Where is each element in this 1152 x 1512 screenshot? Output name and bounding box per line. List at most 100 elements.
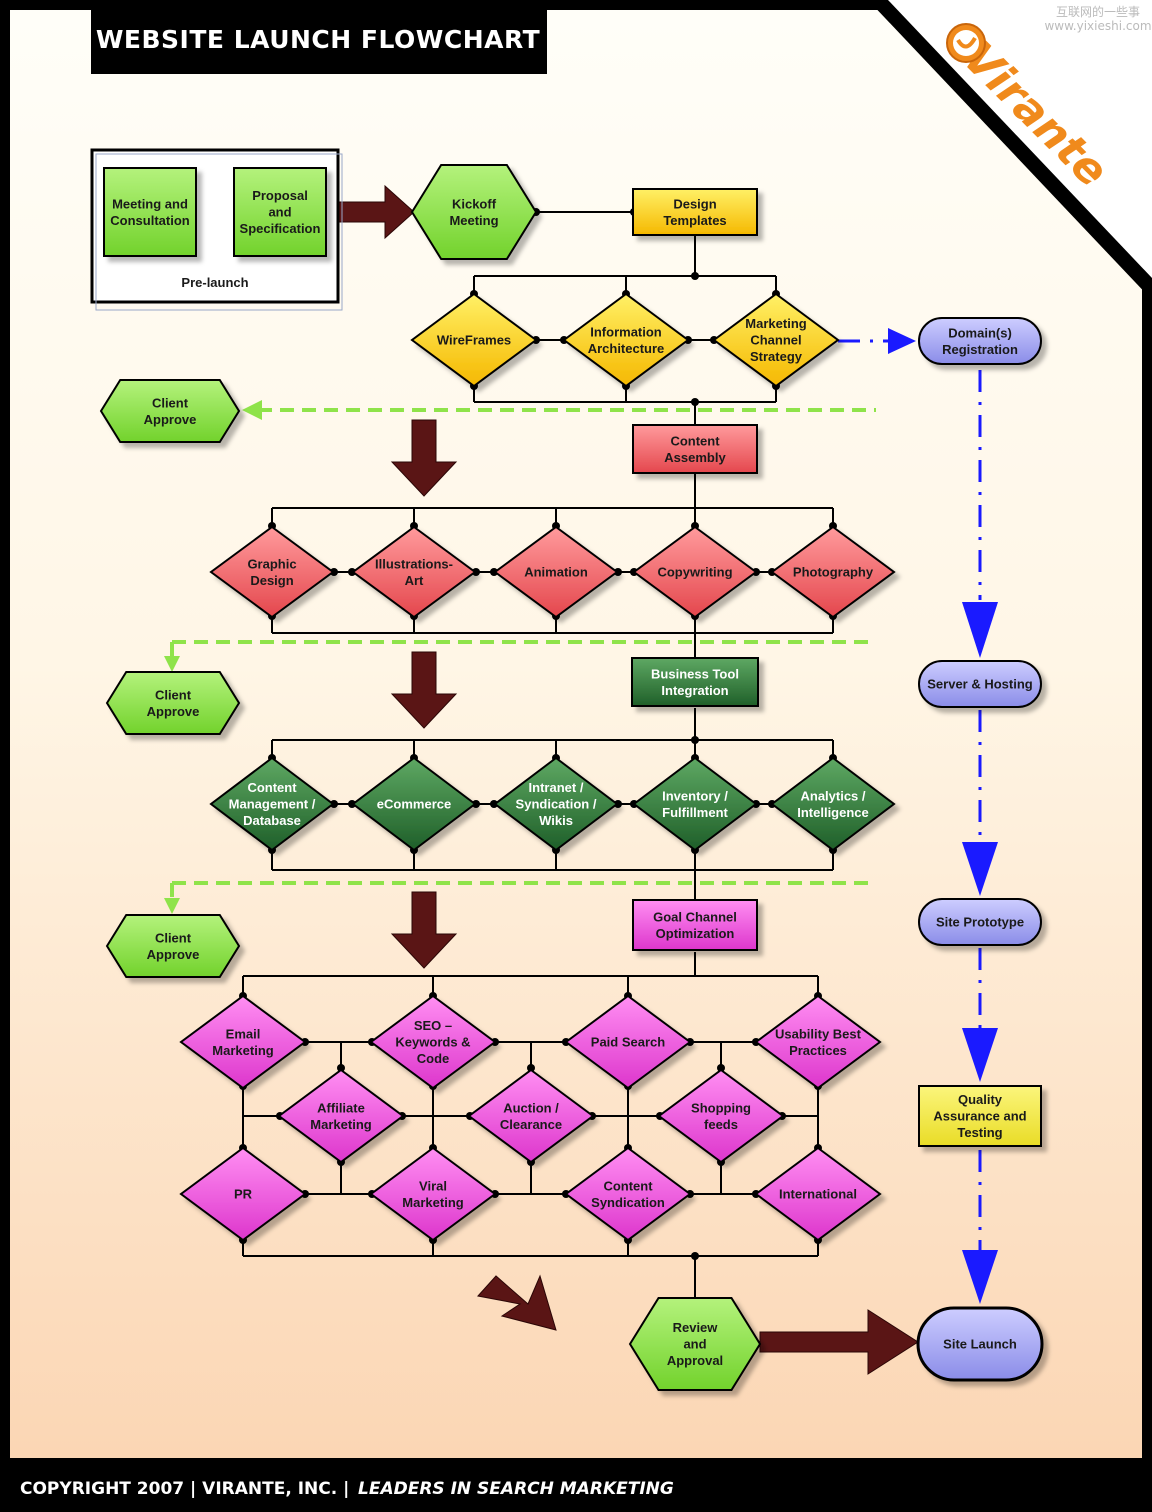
node-label-line: Testing: [957, 1125, 1002, 1140]
diamond-seo-keywords-code-shape: [369, 994, 497, 1090]
node-label-line: Registration: [942, 342, 1018, 357]
review-approval-hex-shape: [628, 1297, 762, 1391]
arrow-down-1: [390, 419, 458, 497]
virante-logo-icon: [946, 23, 986, 63]
blue-arrowhead-prototype: [962, 842, 998, 896]
node-label-line: Illustrations-: [375, 556, 453, 571]
node-label-line: Analytics /: [800, 788, 865, 803]
domain-registration-pill: Domain(s) Registration: [918, 317, 1042, 365]
diamond-analytics-intelligence: Analytics / Intelligence: [770, 756, 896, 852]
node-label-line: Templates: [663, 213, 726, 228]
node-label-line: and: [268, 205, 291, 220]
diamond-copywriting: Copywriting: [632, 525, 758, 619]
node-label-line: Assembly: [664, 450, 726, 465]
diamond-photography: Photography: [770, 525, 896, 619]
site-launch-pill-shape: [916, 1306, 1044, 1382]
node-label-line: Syndication /: [516, 797, 597, 812]
node-label-line: PR: [234, 1187, 253, 1202]
node-label-line: Clearance: [500, 1117, 562, 1132]
diamond-intranet-syndication-wikis-shape: [493, 756, 619, 852]
node-label-line: Consultation: [110, 213, 189, 228]
node-label-line: Kickoff: [452, 196, 497, 211]
node-label-line: Assurance and: [933, 1109, 1026, 1124]
junction-dot: [717, 1064, 725, 1072]
content-assembly-box-shape: [632, 424, 758, 474]
design-templates-box-shape: [632, 188, 758, 236]
node-label-line: Animation: [524, 565, 588, 580]
diamond-photography-shape: [770, 525, 896, 619]
node-label-line: Domain(s): [948, 325, 1012, 340]
diamond-viral-marketing-shape: [369, 1146, 497, 1242]
node-label-line: Strategy: [750, 349, 803, 364]
diamond-ecommerce: eCommerce: [351, 756, 477, 852]
diamond-auction-clearance-shape: [467, 1068, 595, 1164]
diamond-pr: PR: [179, 1146, 307, 1242]
diamond-wireframes: WireFrames: [410, 292, 538, 388]
blue-arrowhead-launch: [962, 1250, 998, 1304]
node-label-line: Inventory /: [662, 788, 728, 803]
node-label-line: Business Tool: [651, 666, 739, 681]
diamond-paid-search-shape: [564, 994, 692, 1090]
diamond-animation: Animation: [493, 525, 619, 619]
diamond-shopping-feeds-shape: [657, 1068, 785, 1164]
diamond-content-syndication-shape: [564, 1146, 692, 1242]
junction-dot: [691, 1252, 699, 1260]
title-box: [91, 10, 547, 74]
diamond-illustrations-art-shape: [351, 525, 477, 619]
diamond-analytics-intelligence-shape: [770, 756, 896, 852]
meeting-consultation-box-shape: [103, 167, 197, 257]
svg-text:互联网的一些事: 互联网的一些事: [1056, 4, 1140, 19]
client-approve-hex-3-shape: [105, 914, 241, 978]
diamond-inventory-fulfillment-shape: [632, 756, 758, 852]
node-label-line: Approve: [144, 412, 197, 427]
quality-assurance-testing-box-shape: [918, 1085, 1042, 1147]
diamond-graphic-design-shape: [209, 525, 335, 619]
node-label-line: feeds: [704, 1117, 738, 1132]
node-label-line: Design: [673, 196, 716, 211]
diamond-pr-shape: [179, 1146, 307, 1242]
node-label-line: Art: [405, 573, 424, 588]
node-label-line: Content: [603, 1178, 653, 1193]
node-label-line: Intelligence: [797, 805, 869, 820]
junction-dot: [337, 1064, 345, 1072]
node-label-line: Specification: [240, 221, 321, 236]
diamond-intranet-syndication-wikis: Intranet /Syndication /Wikis: [493, 756, 619, 852]
node-label-line: Affiliate: [317, 1100, 365, 1115]
diamond-inventory-fulfillment: Inventory /Fulfillment: [632, 756, 758, 852]
diamond-animation-shape: [493, 525, 619, 619]
footer-copyright: COPYRIGHT 2007 | VIRANTE, INC. |: [20, 1479, 349, 1499]
node-label-line: Code: [417, 1051, 450, 1066]
dash-arrowhead-1: [242, 400, 262, 420]
site-launch-pill: Site Launch: [916, 1306, 1044, 1382]
node-label-line: Database: [243, 813, 301, 828]
node-label-line: Approval: [667, 1353, 723, 1368]
node-label-line: Shopping: [691, 1100, 751, 1115]
node-label-line: Copywriting: [657, 565, 732, 580]
server-hosting-pill: Server & Hosting: [918, 660, 1042, 708]
node-label-line: Marketing: [745, 316, 806, 331]
diamond-email-marketing-shape: [179, 994, 307, 1090]
node-label-line: Client: [152, 395, 189, 410]
node-label-line: Content: [670, 433, 720, 448]
arrow-down-2: [390, 651, 458, 729]
node-label-line: WireFrames: [437, 333, 511, 348]
blue-arrowhead-domain: [888, 328, 916, 354]
kickoff-meeting-hex-shape: [410, 164, 538, 260]
node-label-line: Approve: [147, 704, 200, 719]
diamond-auction-clearance: Auction /Clearance: [467, 1068, 595, 1164]
diamond-wireframes-shape: [410, 292, 538, 388]
node-label-line: Proposal: [252, 188, 308, 203]
